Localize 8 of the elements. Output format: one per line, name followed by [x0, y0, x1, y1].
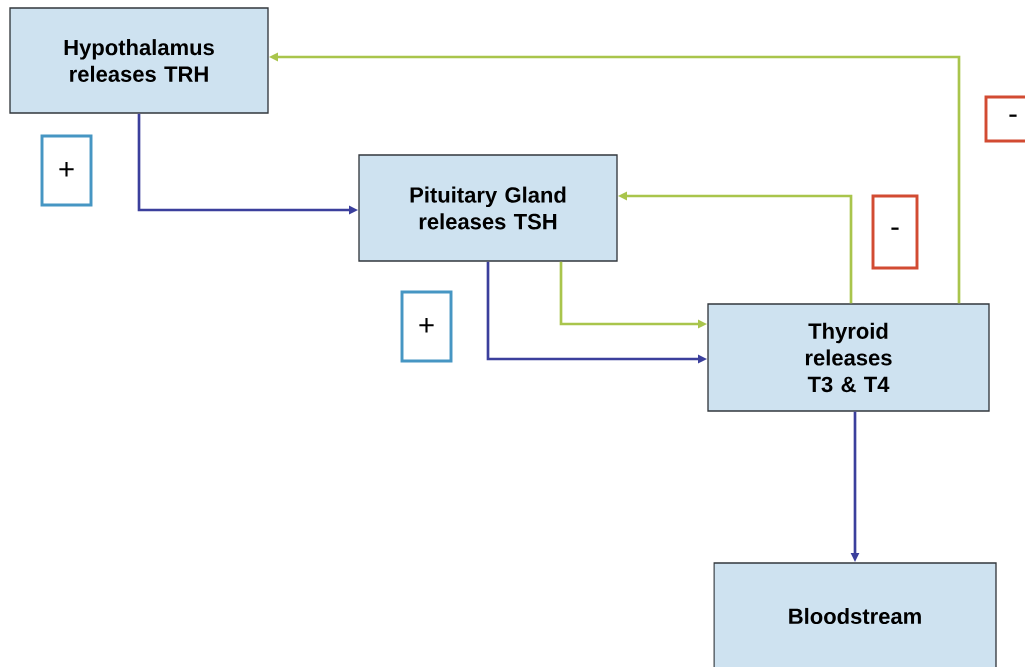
- minus-sign-box: -: [871, 194, 919, 270]
- process-box: Thyroid releases T3 & T4: [707, 303, 990, 412]
- process-box: Hypothalamus releases TRH: [9, 7, 269, 114]
- process-box: Pituitary Gland releases TSH: [358, 154, 618, 262]
- minus-sign-box: -: [984, 95, 1025, 143]
- process-box: Bloodstream: [713, 562, 997, 667]
- plus-sign-box: +: [40, 134, 93, 207]
- plus-sign-box: +: [400, 290, 453, 363]
